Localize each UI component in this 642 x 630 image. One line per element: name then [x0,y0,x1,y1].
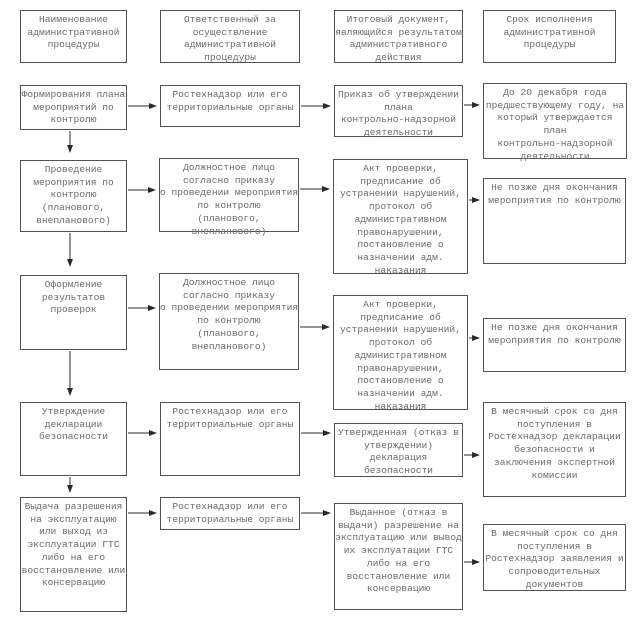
node-deadline-dec20: До 20 декабря года предшествующему году,… [483,83,627,162]
node-deadline-month-declaration: В месячный срок со дня поступления в Рос… [483,402,626,497]
node-rostekhnadzor-1: Ростехнадзор или его территориальные орг… [160,85,300,127]
node-approved-declaration: Утвержденная (отказ в утверждении) декла… [334,423,463,477]
node-plan-formation: Формирования плана мероприятий по контро… [20,85,127,130]
node-official-by-order-1: Должностное лицо согласно приказу о пров… [159,158,299,237]
node-control-event: Проведение мероприятия по контролю (план… [20,160,127,232]
node-deadline-month-application: В месячный срок со дня поступления в Рос… [483,524,626,591]
node-official-by-order-2: Должностное лицо согласно приказу о пров… [159,273,299,370]
node-rostekhnadzor-3: Ростехнадзор или его территориальные орг… [160,497,300,530]
column-header-result-document: Итоговый документ, являющийся результато… [334,10,463,63]
node-inspection-act-1: Акт проверки, предписание об устранении … [333,159,468,276]
node-permit-issue: Выдача разрешения на эксплуатацию или вы… [20,497,127,612]
node-deadline-event-end-1: Не позже дня окончания мероприятия по ко… [483,178,626,264]
node-rostekhnadzor-2: Ростехнадзор или его территориальные орг… [160,402,300,476]
node-approval-order: Приказ об утверждении плана контрольно-н… [334,85,463,138]
column-header-responsible: Ответственный за осуществление администр… [160,10,300,63]
node-issued-permit: Выданное (отказ в выдачи) разрешение на … [334,503,463,610]
column-header-procedure-name: Наименование административной процедуры [20,10,127,63]
column-header-deadline: Срок исполнения административной процеду… [483,10,616,63]
node-inspection-act-2: Акт проверки, предписание об устранении … [333,295,468,412]
node-results-registration: Оформление результатов проверок [20,275,127,350]
node-declaration-approval: Утверждение декларации безопасности [20,402,127,476]
node-deadline-event-end-2: Не позже дня окончания мероприятия по ко… [483,318,626,372]
